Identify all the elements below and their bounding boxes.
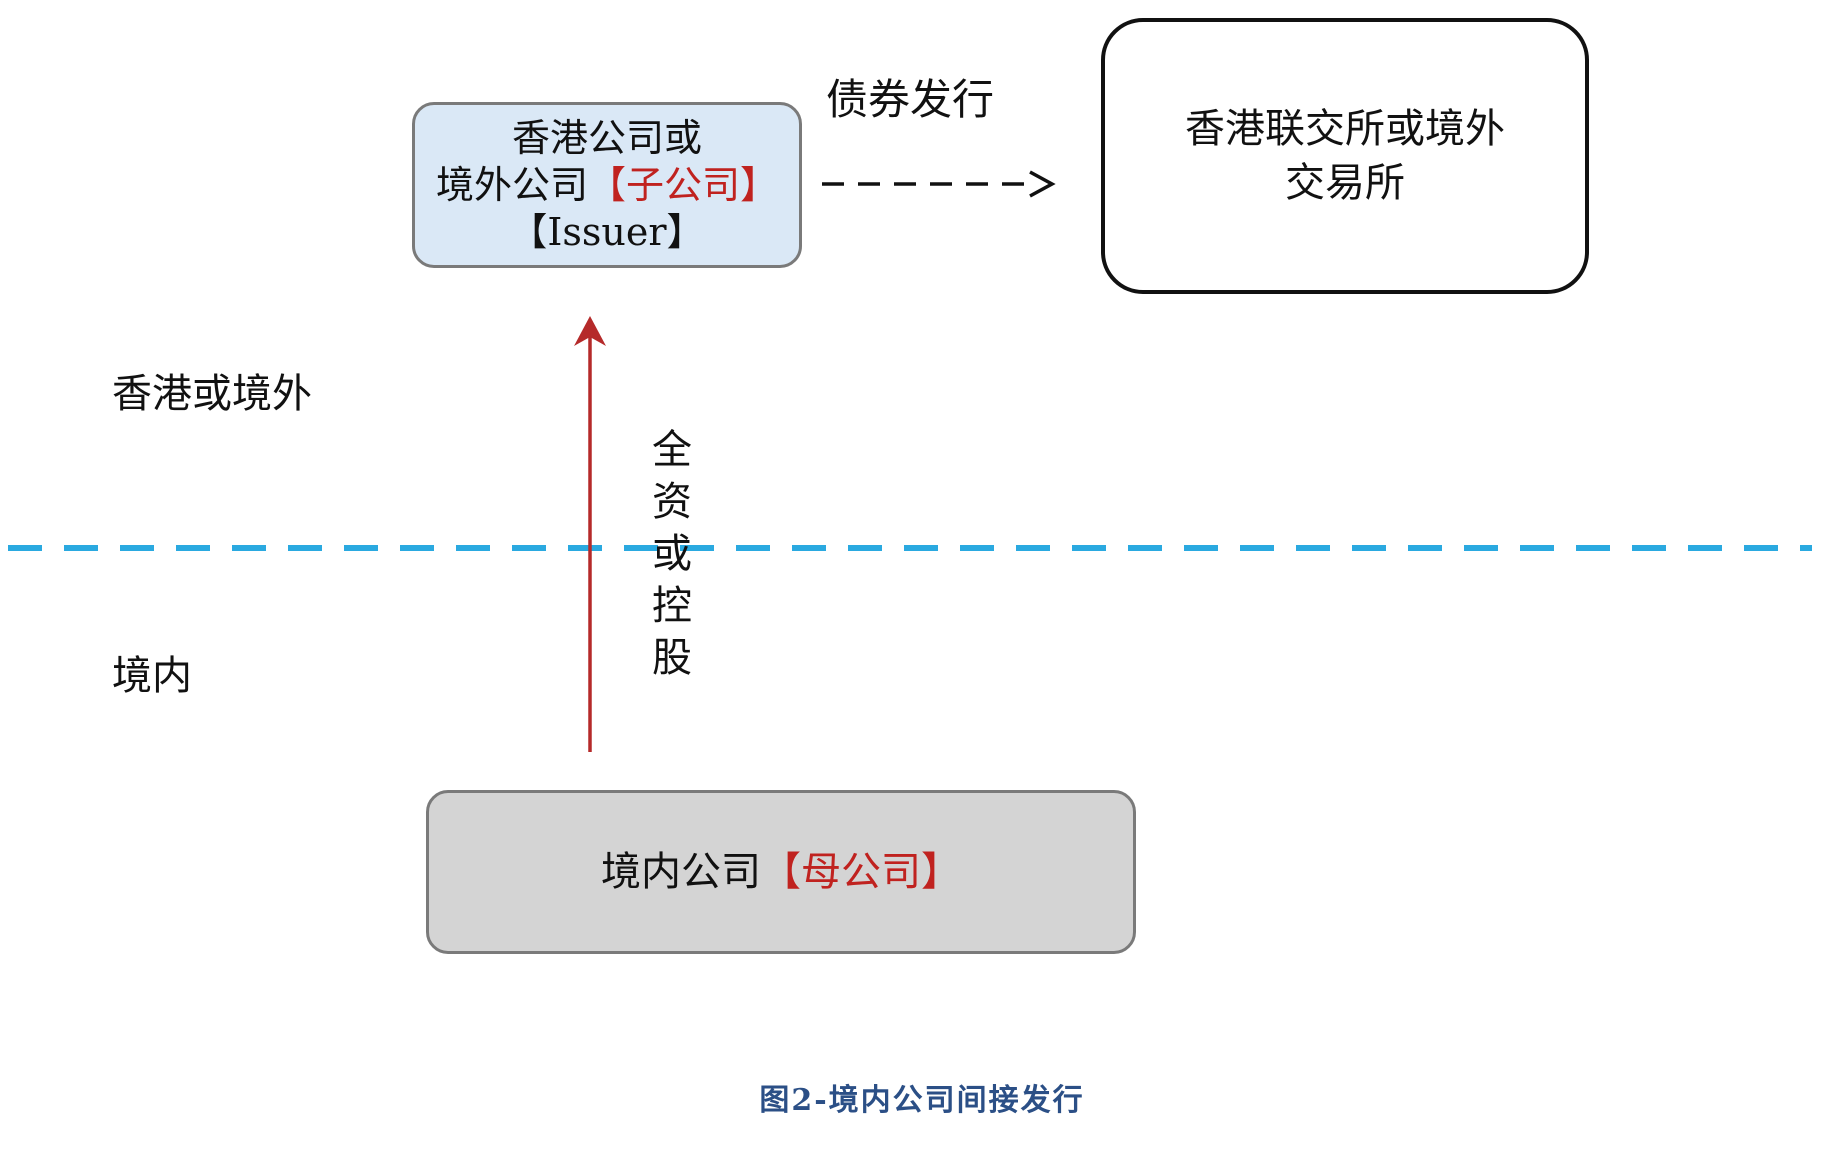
parent-line: 境内公司【母公司】 [601,847,961,897]
parent-prefix: 境内公司 [601,849,761,895]
issuer-line-2: 境外公司【子公司】 [436,162,778,209]
issuer-subsidiary-tag: 【子公司】 [588,162,779,207]
issuer-node: 香港公司或 境外公司【子公司】 【Issuer】 [412,102,802,268]
ownership-label: 全资或控股 [652,427,692,681]
exchange-node: 香港联交所或境外 交易所 [1101,18,1589,294]
issuer-line-1: 香港公司或 [511,115,702,160]
ownership-arrowhead [574,316,606,346]
onshore-region-label: 境内 [112,653,192,699]
exchange-line-1: 香港联交所或境外 [1185,106,1505,152]
parent-node: 境内公司【母公司】 [426,790,1136,954]
parent-company-tag: 【母公司】 [761,849,961,895]
bond-issuance-label: 债券发行 [826,75,995,124]
offshore-region-label: 香港或境外 [112,371,312,417]
exchange-line-2: 交易所 [1285,160,1405,206]
issuer-line-2-prefix: 境外公司 [435,162,588,207]
issuer-line-3: 【Issuer】 [509,209,705,254]
bond-issuance-arrowhead [1029,170,1056,198]
figure-caption: 图2-境内公司间接发行 [759,1083,1085,1118]
